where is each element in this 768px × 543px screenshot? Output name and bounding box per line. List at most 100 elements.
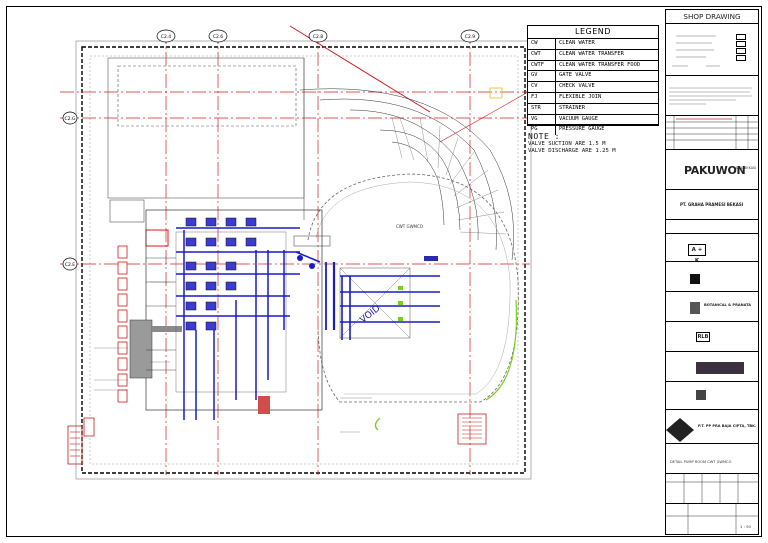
building-boundary [81, 46, 526, 474]
lime-curve [485, 299, 518, 401]
consultant-logo [690, 274, 700, 284]
red-panels [117, 245, 128, 403]
lower-left-tank [67, 417, 95, 465]
valve-dot [309, 263, 315, 269]
legend-code: FJ [528, 92, 556, 103]
legend-desc: CHECK VALVE [559, 83, 595, 90]
approval-checkbox[interactable] [736, 34, 746, 40]
tank-label: CWT GWMCO [396, 224, 423, 229]
legend-code: CWT [528, 49, 556, 60]
signature-section [666, 473, 758, 504]
legend-code: CW [528, 39, 556, 49]
lower-tank [457, 413, 487, 445]
legend-desc: STRAINER [559, 104, 585, 111]
legend-code: PG [528, 125, 556, 136]
lime-valves [398, 286, 403, 321]
lighting-section [666, 381, 758, 409]
grid-label-top: C2.9 [465, 34, 475, 40]
legend-code: VG [528, 114, 556, 125]
legend-desc: CLEAN WATER [559, 40, 595, 46]
note-line: VALVE SUCTION ARE 1.5 M [528, 141, 606, 147]
drawing-number-grid [666, 504, 758, 535]
contractor-section: P.T. PP PRA BAJA CIPTA, TBK. [666, 409, 758, 443]
owner-tag: MALL BEKASI [734, 166, 757, 170]
yellow-box [489, 87, 503, 99]
title-block: SHOP DRAWING [665, 9, 759, 535]
owner-logo: PAKUWON [684, 164, 746, 177]
legend-code: STR [528, 103, 556, 114]
owner-company: PT. GRAHA PRAMESI BEKASI [680, 202, 744, 207]
approval-lines [672, 35, 720, 67]
contractor-name: P.T. PP PRA BAJA CIPTA, TBK. [698, 424, 757, 428]
lime-arrow [374, 417, 381, 431]
grid-label-top: C2.4 [161, 34, 171, 40]
approval-checkbox[interactable] [736, 48, 746, 54]
legend-code: GV [528, 71, 556, 82]
structure-consultant-section [666, 261, 758, 291]
note-title: NOTE : [528, 132, 560, 141]
pump-units [185, 217, 257, 331]
legend-title: LEGEND [528, 26, 658, 39]
tiered-ticks [391, 117, 507, 235]
revision-grid [666, 116, 758, 150]
tank-boundary [307, 173, 519, 403]
drawing-scale: 1 : 50 [740, 524, 751, 529]
valve-dot [297, 255, 303, 261]
title-block-header: SHOP DRAWING [666, 10, 758, 24]
diagonal-line [439, 91, 529, 143]
red-equipment [258, 396, 270, 414]
grid-label-left: C2.G [65, 116, 76, 122]
pump-room [129, 209, 323, 411]
note-block: NOTE : VALVE SUCTION ARE 1.5 M VALVE DIS… [528, 132, 616, 155]
contractor-logo [666, 418, 694, 442]
qs-section: RLB [666, 321, 758, 351]
qs-logo: RLB [696, 332, 710, 342]
drawing-number-section: 1 : 50 [666, 503, 758, 535]
grid-label-top: C2.8 [313, 34, 323, 40]
upper-structure [107, 57, 305, 223]
pipe-network [325, 262, 440, 340]
architect-section: A + K [666, 233, 758, 264]
revision-table [666, 115, 758, 150]
legend-desc: CLEAN WATER TRANSFER [559, 50, 624, 57]
landscape-section [666, 351, 758, 381]
grid-label-left: C2.E [65, 262, 75, 268]
mep-consultant: BOTANICAL & PRANATA [704, 303, 752, 307]
void-box [339, 267, 411, 339]
remarks-section [666, 75, 758, 115]
riser-pipes [176, 227, 321, 420]
beam-box [293, 235, 331, 247]
tiered-curve [299, 88, 514, 261]
approval-section [666, 23, 758, 75]
owner-company-section: PT. GRAHA PRAMESI BEKASI [666, 189, 758, 219]
landscape-logo [696, 362, 744, 374]
grid-bubbles [62, 29, 480, 271]
arch-header [666, 219, 758, 233]
pipe-block [424, 256, 438, 261]
approval-checkbox[interactable] [736, 55, 746, 61]
outer-boundary [75, 40, 532, 480]
drawing-title-section: DETAIL PUMP ROOM CWT GWMCO [666, 443, 758, 473]
owner-section: PAKUWON MALL BEKASI [666, 149, 758, 189]
legend-desc: FLEXIBLE JOIN [559, 93, 602, 100]
drawing-title: DETAIL PUMP ROOM CWT GWMCO [670, 460, 732, 464]
mep-section: BOTANICAL & PRANATA [666, 291, 758, 321]
approval-checkbox[interactable] [736, 41, 746, 47]
mep-logo [690, 302, 700, 314]
annotation-marks [94, 281, 372, 433]
remarks-lines [669, 87, 752, 105]
legend-desc: CLEAN WATER TRANSFER FOOD [559, 61, 641, 68]
signature-grid [666, 474, 758, 504]
note-line: VALVE DISCHARGE ARE 1.25 M [528, 148, 616, 154]
inner-boundary [89, 55, 519, 465]
